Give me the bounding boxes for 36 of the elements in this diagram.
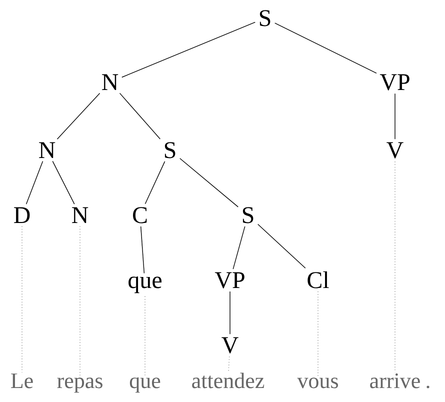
tree-label: N: [39, 142, 56, 158]
word: vous: [297, 378, 338, 388]
branch-line: [119, 92, 160, 140]
dotted-line: [144, 296, 146, 377]
tree-label: N: [72, 207, 88, 223]
punctuation: .: [426, 386, 430, 388]
branch-line: [144, 161, 166, 204]
tree-label: D: [14, 207, 30, 224]
word: Le: [11, 374, 33, 388]
branch-line: [180, 158, 238, 208]
branch-line: [232, 226, 246, 270]
tree-label: VP: [380, 74, 410, 90]
word: que: [130, 377, 160, 393]
branch-line: [122, 22, 256, 78]
branch-line: [56, 92, 100, 140]
tree-label: que: [128, 276, 162, 294]
branch-line: [394, 93, 396, 140]
tree-label: N: [102, 74, 118, 90]
tree-label: S: [260, 10, 270, 26]
tree-label: S: [242, 207, 254, 224]
dotted-line: [394, 161, 396, 373]
branch-line: [140, 226, 145, 274]
word: attendez: [192, 372, 264, 388]
tree-label: V: [386, 142, 404, 158]
word: arrive: [370, 373, 420, 388]
tree-label: VP: [214, 272, 244, 288]
tree-label: Cl: [308, 271, 329, 288]
dotted-line: [228, 356, 230, 372]
branch-line: [52, 160, 75, 204]
word: repas: [57, 378, 102, 393]
branch-line: [274, 22, 377, 74]
tree-label: C: [133, 207, 147, 224]
tree-label: V: [222, 337, 238, 354]
tree-label: S: [164, 142, 176, 158]
branch-line: [26, 160, 44, 204]
branch-line: [258, 224, 306, 268]
